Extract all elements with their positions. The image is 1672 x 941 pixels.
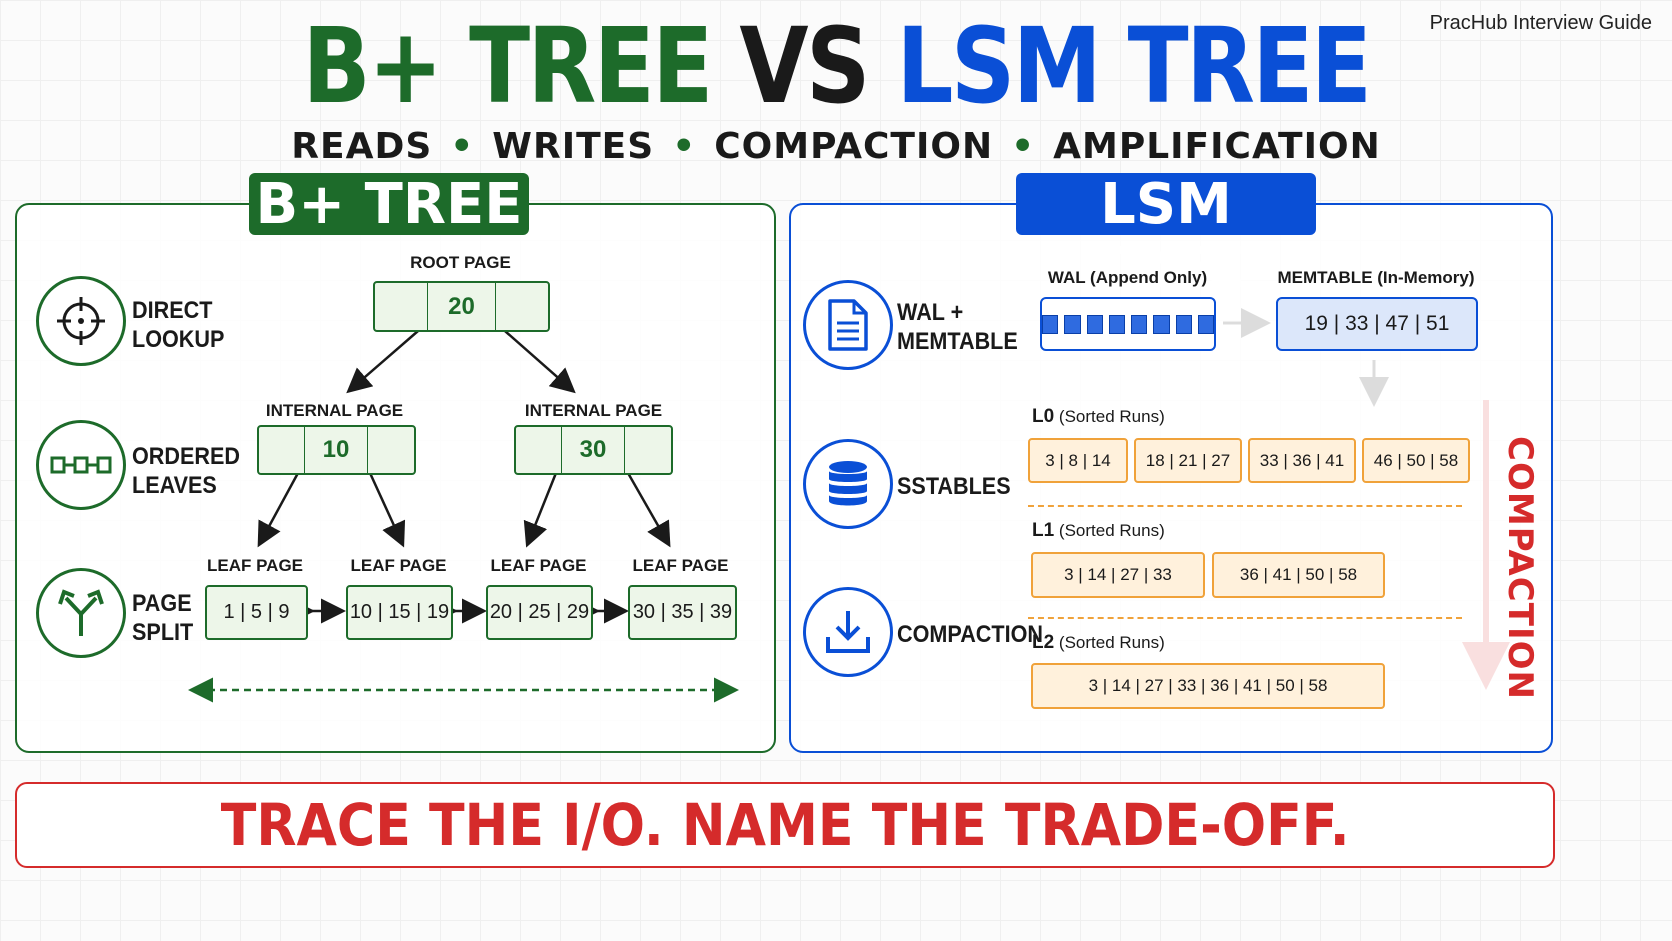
subtitle: READS • WRITES • COMPACTION • AMPLIFICATION <box>0 126 1672 167</box>
level-name: L2 <box>1032 632 1055 653</box>
feature-label: SSTABLES <box>897 473 1011 500</box>
node-slot <box>516 427 562 473</box>
wal-segment <box>1197 314 1214 334</box>
node-key: 30 <box>562 427 625 473</box>
feature-compaction <box>803 587 893 677</box>
edge-internal-leaf <box>257 472 300 548</box>
subtitle-item: COMPACTION <box>714 126 994 167</box>
level-name: L0 <box>1032 406 1055 427</box>
memtable: 19 | 33 | 47 | 51 <box>1276 297 1478 351</box>
footer-text: TRACE THE I/O. NAME THE TRADE-OFF. <box>220 791 1350 859</box>
subtitle-item: AMPLIFICATION <box>1053 126 1381 167</box>
node-slot <box>375 283 428 330</box>
database-icon <box>829 461 867 506</box>
feature-label: COMPACTION <box>897 621 1043 648</box>
level-divider <box>1028 617 1462 619</box>
subtitle-separator: • <box>672 126 697 167</box>
crosshair-icon <box>57 297 105 345</box>
edge-internal-leaf <box>523 472 558 548</box>
level-label-l1: L1 (Sorted Runs) <box>1032 520 1165 542</box>
level-desc: (Sorted Runs) <box>1058 633 1165 652</box>
document-icon <box>828 299 868 351</box>
lsm-heading: LSM TREE <box>1016 173 1316 301</box>
sstable-run: 18 | 21 | 27 <box>1134 438 1242 483</box>
level-desc: (Sorted Runs) <box>1058 521 1165 540</box>
feature-wal-memtable <box>803 280 893 370</box>
leaf-page-node: 30 | 35 | 39 <box>628 585 737 640</box>
compaction-label: COMPACTION <box>1500 436 1540 700</box>
leaf-page-label: LEAF PAGE <box>206 556 304 575</box>
wal-log <box>1040 297 1216 351</box>
wal-segment <box>1086 314 1103 334</box>
wal-segment <box>1064 314 1081 334</box>
wal-segment <box>1175 314 1192 334</box>
leaf-page-node: 1 | 5 | 9 <box>205 585 308 640</box>
internal-page-label: INTERNAL PAGE <box>265 401 404 420</box>
sstable-run: 3 | 14 | 27 | 33 <box>1031 552 1205 598</box>
sstable-run: 3 | 8 | 14 <box>1028 438 1128 483</box>
edge-root-right <box>504 330 576 394</box>
level-label-l2: L2 (Sorted Runs) <box>1032 632 1165 654</box>
download-icon <box>826 611 870 653</box>
node-slot <box>368 427 414 473</box>
internal-page-node: 30 <box>514 425 673 475</box>
bplus-heading: B+ TREE <box>249 173 529 237</box>
node-slot <box>496 283 548 330</box>
sstable-run: 33 | 36 | 41 <box>1248 438 1356 483</box>
internal-page-node: 10 <box>257 425 416 475</box>
subtitle-item: READS <box>291 126 433 167</box>
level-divider <box>1028 505 1462 507</box>
title-bplus: B+ TREE <box>302 5 714 127</box>
leaf-page-node: 20 | 25 | 29 <box>486 585 593 640</box>
feature-direct-lookup <box>36 276 126 366</box>
feature-label: WAL + MEMTABLE <box>897 299 1018 355</box>
memtable-label: MEMTABLE (In-Memory) <box>1277 268 1475 287</box>
node-key: 10 <box>305 427 368 473</box>
wal-segment <box>1042 314 1059 334</box>
feature-label: DIRECT LOOKUP <box>132 297 225 353</box>
footer-banner: TRACE THE I/O. NAME THE TRADE-OFF. <box>15 782 1555 868</box>
level-name: L1 <box>1032 520 1055 541</box>
level-label-l0: L0 (Sorted Runs) <box>1032 406 1165 428</box>
brand-label: PracHub Interview Guide <box>1429 12 1652 34</box>
subtitle-separator: • <box>1011 126 1036 167</box>
leaf-page-label: LEAF PAGE <box>490 556 587 575</box>
node-slot <box>625 427 671 473</box>
edge-internal-leaf <box>626 472 671 548</box>
sstable-run: 36 | 41 | 50 | 58 <box>1212 552 1385 598</box>
edge-internal-leaf <box>368 472 406 548</box>
feature-page-split <box>36 568 126 658</box>
chain-icon <box>50 456 112 474</box>
wal-segment <box>1108 314 1125 334</box>
subtitle-item: WRITES <box>492 126 655 167</box>
leaf-page-node: 10 | 15 | 19 <box>346 585 453 640</box>
wal-segment <box>1131 314 1148 334</box>
wal-label: WAL (Append Only) <box>1047 268 1208 287</box>
level-desc: (Sorted Runs) <box>1058 407 1165 426</box>
feature-sstables <box>803 439 893 529</box>
sstable-run: 3 | 14 | 27 | 33 | 36 | 41 | 50 | 58 <box>1031 663 1385 709</box>
leaf-page-label: LEAF PAGE <box>350 556 447 575</box>
title-lsm: LSM TREE <box>896 5 1372 127</box>
sstable-run: 46 | 50 | 58 <box>1362 438 1470 483</box>
subtitle-separator: • <box>450 126 475 167</box>
node-key: 20 <box>428 283 497 330</box>
leaf-page-label: LEAF PAGE <box>632 556 729 575</box>
split-arrow-icon <box>58 589 104 636</box>
feature-label: ORDERED LEAVES <box>132 443 241 499</box>
internal-page-label: INTERNAL PAGE <box>524 401 663 420</box>
root-page-label: ROOT PAGE <box>410 253 511 272</box>
root-page-node: 20 <box>373 281 550 332</box>
title-vs: VS <box>739 5 870 127</box>
page-title: B+ TREE VS LSM TREE <box>117 6 1555 126</box>
wal-segment <box>1153 314 1170 334</box>
edge-root-left <box>346 330 419 394</box>
node-slot <box>259 427 305 473</box>
feature-ordered-leaves <box>36 420 126 510</box>
feature-label: PAGE SPLIT <box>132 590 194 646</box>
